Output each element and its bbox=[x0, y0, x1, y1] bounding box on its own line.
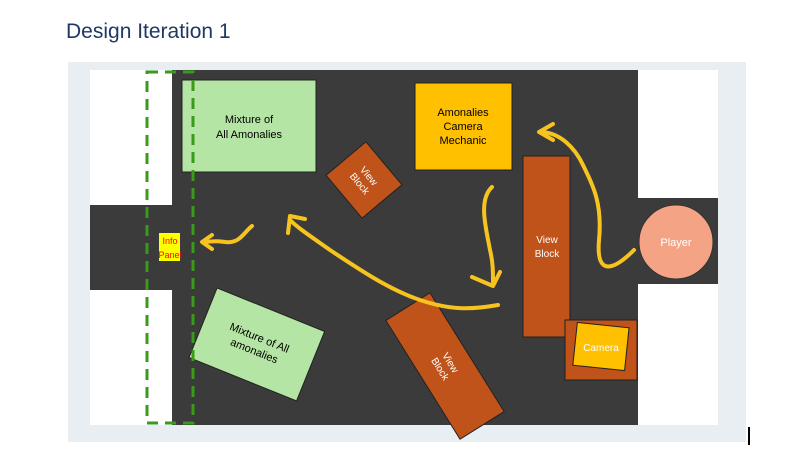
dashed-boundary bbox=[145, 70, 195, 425]
arrowhead-info bbox=[200, 233, 214, 251]
view-block-2-line2: Block bbox=[535, 249, 560, 260]
camera-label: Camera bbox=[583, 343, 619, 354]
arrowhead-top bbox=[537, 122, 555, 142]
camera-mechanic-line3: Mechanic bbox=[439, 135, 487, 147]
info-panel: Info Panel bbox=[158, 233, 182, 261]
view-block-3: View Block bbox=[385, 292, 505, 440]
player-label: Player bbox=[660, 237, 692, 249]
slide-title: Design Iteration 1 bbox=[66, 20, 231, 43]
text-cursor bbox=[748, 427, 750, 445]
arrow-to-info bbox=[201, 224, 254, 245]
path-arrows bbox=[200, 122, 636, 311]
view-block-2-line1: View bbox=[536, 235, 558, 246]
mixture-block-bottom: Mixture of All amonalies bbox=[188, 287, 326, 402]
camera-mechanic-line2: Camera bbox=[443, 121, 483, 133]
mixture-top-line2: All Amonalies bbox=[216, 129, 283, 141]
mixture-top-line1: Mixture of bbox=[225, 114, 274, 126]
arrow-down bbox=[482, 185, 495, 284]
camera-mechanic-line1: Amonalies bbox=[437, 107, 489, 119]
view-block-1: View Block bbox=[325, 141, 403, 219]
arrow-long-diagonal bbox=[288, 218, 500, 311]
player-circle: Player bbox=[638, 204, 714, 280]
info-panel-line2: Panel bbox=[158, 250, 181, 260]
arrow-player-to-top bbox=[538, 130, 636, 269]
mixture-block-top: Mixture of All Amonalies bbox=[181, 79, 317, 173]
view-block-2: View Block bbox=[522, 155, 571, 338]
camera-mechanic-block: Amonalies Camera Mechanic bbox=[414, 82, 513, 171]
info-panel-line1: Info bbox=[162, 236, 177, 246]
arrowhead-down bbox=[470, 270, 502, 288]
arrowhead-long bbox=[286, 214, 307, 235]
camera-block: Camera bbox=[564, 319, 638, 381]
